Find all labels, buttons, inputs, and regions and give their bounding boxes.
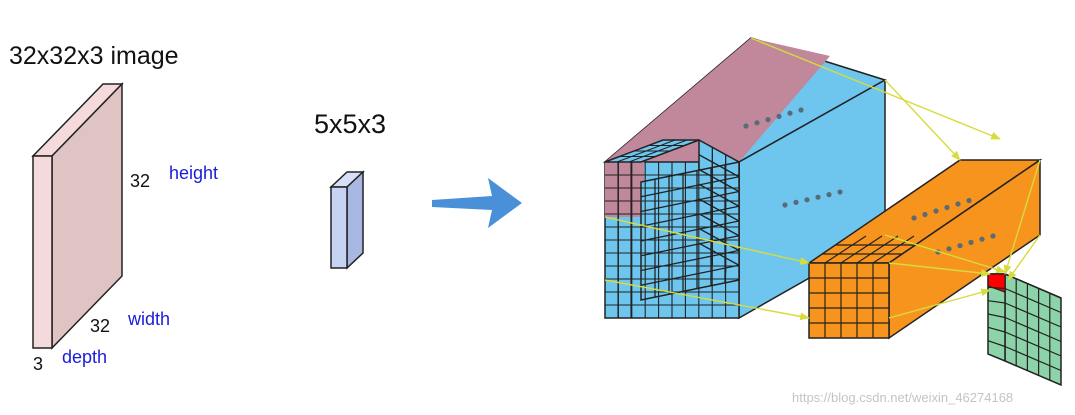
grid-line	[856, 235, 899, 264]
volume-top-receptive-band	[605, 38, 830, 162]
grid-line	[698, 168, 740, 193]
orange-front	[808, 262, 890, 339]
grid-line	[698, 227, 740, 252]
grid-line	[987, 300, 1006, 304]
orange-top-dots	[911, 197, 972, 221]
output-map-3d	[987, 272, 1062, 387]
grid-line	[1004, 345, 1062, 372]
grid-line	[840, 235, 883, 264]
filter-front	[330, 186, 348, 269]
ellipsis-dot	[743, 123, 749, 129]
ellipsis-dot	[798, 107, 804, 113]
ellipsis-dot	[922, 211, 928, 218]
ellipsis-dot	[776, 113, 782, 119]
grid-line	[987, 313, 1006, 319]
convolution-arrow-icon	[432, 178, 522, 228]
filter-side	[346, 170, 364, 270]
volume-side-dots	[782, 189, 843, 208]
ellipsis-dot	[911, 215, 917, 221]
volume-top-dots	[743, 107, 804, 129]
ellipsis-dot	[990, 233, 996, 239]
width-label: width	[127, 309, 170, 329]
grid-line	[698, 198, 740, 222]
image-slab-front	[32, 155, 53, 349]
ellipsis-dot	[979, 236, 985, 242]
grid-line	[698, 213, 740, 237]
ellipsis-dot	[955, 201, 961, 207]
blue-front-grid	[605, 162, 739, 318]
grid-line	[1004, 302, 1062, 328]
receptive-grid	[616, 139, 688, 163]
grid-line	[640, 220, 740, 242]
grid-line	[640, 235, 740, 257]
activation-volume-3d	[806, 158, 1043, 340]
grid-line	[987, 326, 1006, 333]
ellipsis-dot	[944, 204, 950, 211]
ellipsis-dot	[787, 110, 793, 116]
ellipsis-dot	[968, 239, 974, 245]
ellipsis-dot	[966, 197, 972, 204]
filter-title: 5x5x3	[314, 109, 386, 139]
ellipsis-dot	[804, 197, 810, 203]
ellipsis-dot	[754, 120, 760, 126]
grid-line	[698, 154, 740, 178]
grid-line	[640, 249, 740, 272]
grid-line	[872, 235, 915, 264]
ellipsis-dot	[782, 202, 788, 208]
image-title: 32x32x3 image	[9, 42, 179, 70]
depth-label: depth	[62, 347, 107, 367]
connection-lines	[604, 37, 1041, 321]
output-grid	[987, 278, 1062, 381]
ellipsis-dot	[957, 243, 963, 249]
ellipsis-dot	[765, 117, 771, 123]
orange-cube-grid	[809, 235, 917, 338]
ellipsis-dot	[837, 189, 843, 195]
grid-line	[640, 264, 740, 286]
filter-volume	[329, 170, 365, 270]
image-slab-side	[51, 82, 123, 350]
height-label: height	[169, 163, 218, 183]
height-value: 32	[130, 171, 150, 191]
ellipsis-dot	[946, 246, 952, 252]
grid-line	[1004, 287, 1062, 314]
grid-line	[698, 242, 740, 266]
grid-line	[640, 205, 740, 227]
grid-line	[987, 340, 1006, 348]
watermark-text: https://blog.csdn.net/weixin_46274168	[792, 390, 1013, 405]
depth-value: 3	[33, 354, 43, 374]
grid-line	[987, 286, 1006, 290]
grid-line	[1004, 316, 1062, 343]
ellipsis-dot	[793, 199, 799, 205]
input-image-volume	[31, 82, 124, 350]
grid-line	[640, 190, 740, 213]
filter-cube-grid	[640, 147, 740, 298]
ellipsis-dot	[933, 208, 939, 214]
grid-line	[698, 183, 740, 207]
grid-line	[1004, 331, 1062, 357]
grid-line	[824, 235, 867, 264]
ellipsis-dot	[815, 194, 821, 200]
ellipsis-dot	[826, 192, 832, 198]
receptive-field-front	[605, 162, 644, 217]
width-value: 32	[90, 316, 110, 336]
input-volume-3d	[602, 37, 887, 320]
grid-line	[640, 176, 740, 198]
